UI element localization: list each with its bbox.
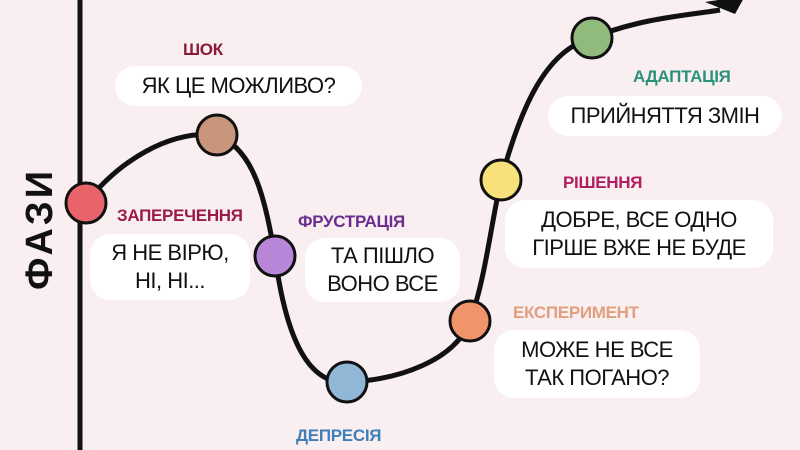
phase-label-depression: ДЕПРЕСІЯ	[296, 426, 382, 445]
dot-depression	[325, 360, 369, 404]
quote-line: ВОНО ВСЕ	[327, 271, 438, 296]
quote-line: ДОБРЕ, ВСЕ ОДНО	[541, 207, 737, 232]
phase-label-shock: ШОК	[183, 40, 223, 59]
quote-bubble-adaptation: ПРИЙНЯТТЯ ЗМІН	[548, 96, 782, 136]
quote-line: ТАК ПОГАНО?	[524, 365, 670, 390]
phase-label-frustration: ФРУСТРАЦІЯ	[298, 212, 405, 231]
quote-bubble-frustration: ТА ПІШЛО ВОНО ВСЕ	[305, 238, 460, 302]
quote-line: ЯК ЦЕ МОЖЛИВО?	[141, 73, 336, 98]
phase-label-denial: ЗАПЕРЕЧЕННЯ	[117, 206, 243, 225]
quote-line: Я НЕ ВІРЮ,	[111, 240, 229, 265]
quote-line: МОЖЕ НЕ ВСЕ	[521, 337, 673, 362]
quote-line: НІ, НІ...	[134, 268, 206, 293]
quote-bubble-denial: Я НЕ ВІРЮ, НІ, НІ...	[90, 234, 250, 300]
dot-denial	[64, 181, 108, 225]
arrow-head-icon	[705, 0, 743, 14]
phase-label-experiment: ЕКСПЕРИМЕНТ	[513, 303, 639, 322]
axis-title: ФАЗИ	[19, 167, 61, 290]
quote-line: ПРИЙНЯТТЯ ЗМІН	[570, 103, 760, 128]
quote-bubble-experiment: МОЖЕ НЕ ВСЕ ТАК ПОГАНО?	[494, 330, 700, 398]
dot-shock	[195, 113, 239, 157]
quote-line: ТА ПІШЛО	[330, 243, 435, 268]
quote-bubble-shock: ЯК ЦЕ МОЖЛИВО?	[115, 66, 362, 106]
phase-label-decision: РІШЕННЯ	[563, 173, 643, 192]
dot-experiment	[448, 299, 492, 343]
dot-adaptation	[570, 16, 614, 60]
quote-bubble-decision: ДОБРЕ, ВСЕ ОДНО ГІРШЕ ВЖЕ НЕ БУДЕ	[505, 200, 773, 268]
quote-line: ГІРШЕ ВЖЕ НЕ БУДЕ	[532, 235, 746, 260]
phase-label-adaptation: АДАПТАЦІЯ	[633, 67, 731, 86]
dot-frustration	[253, 234, 297, 278]
dot-decision	[479, 158, 523, 202]
